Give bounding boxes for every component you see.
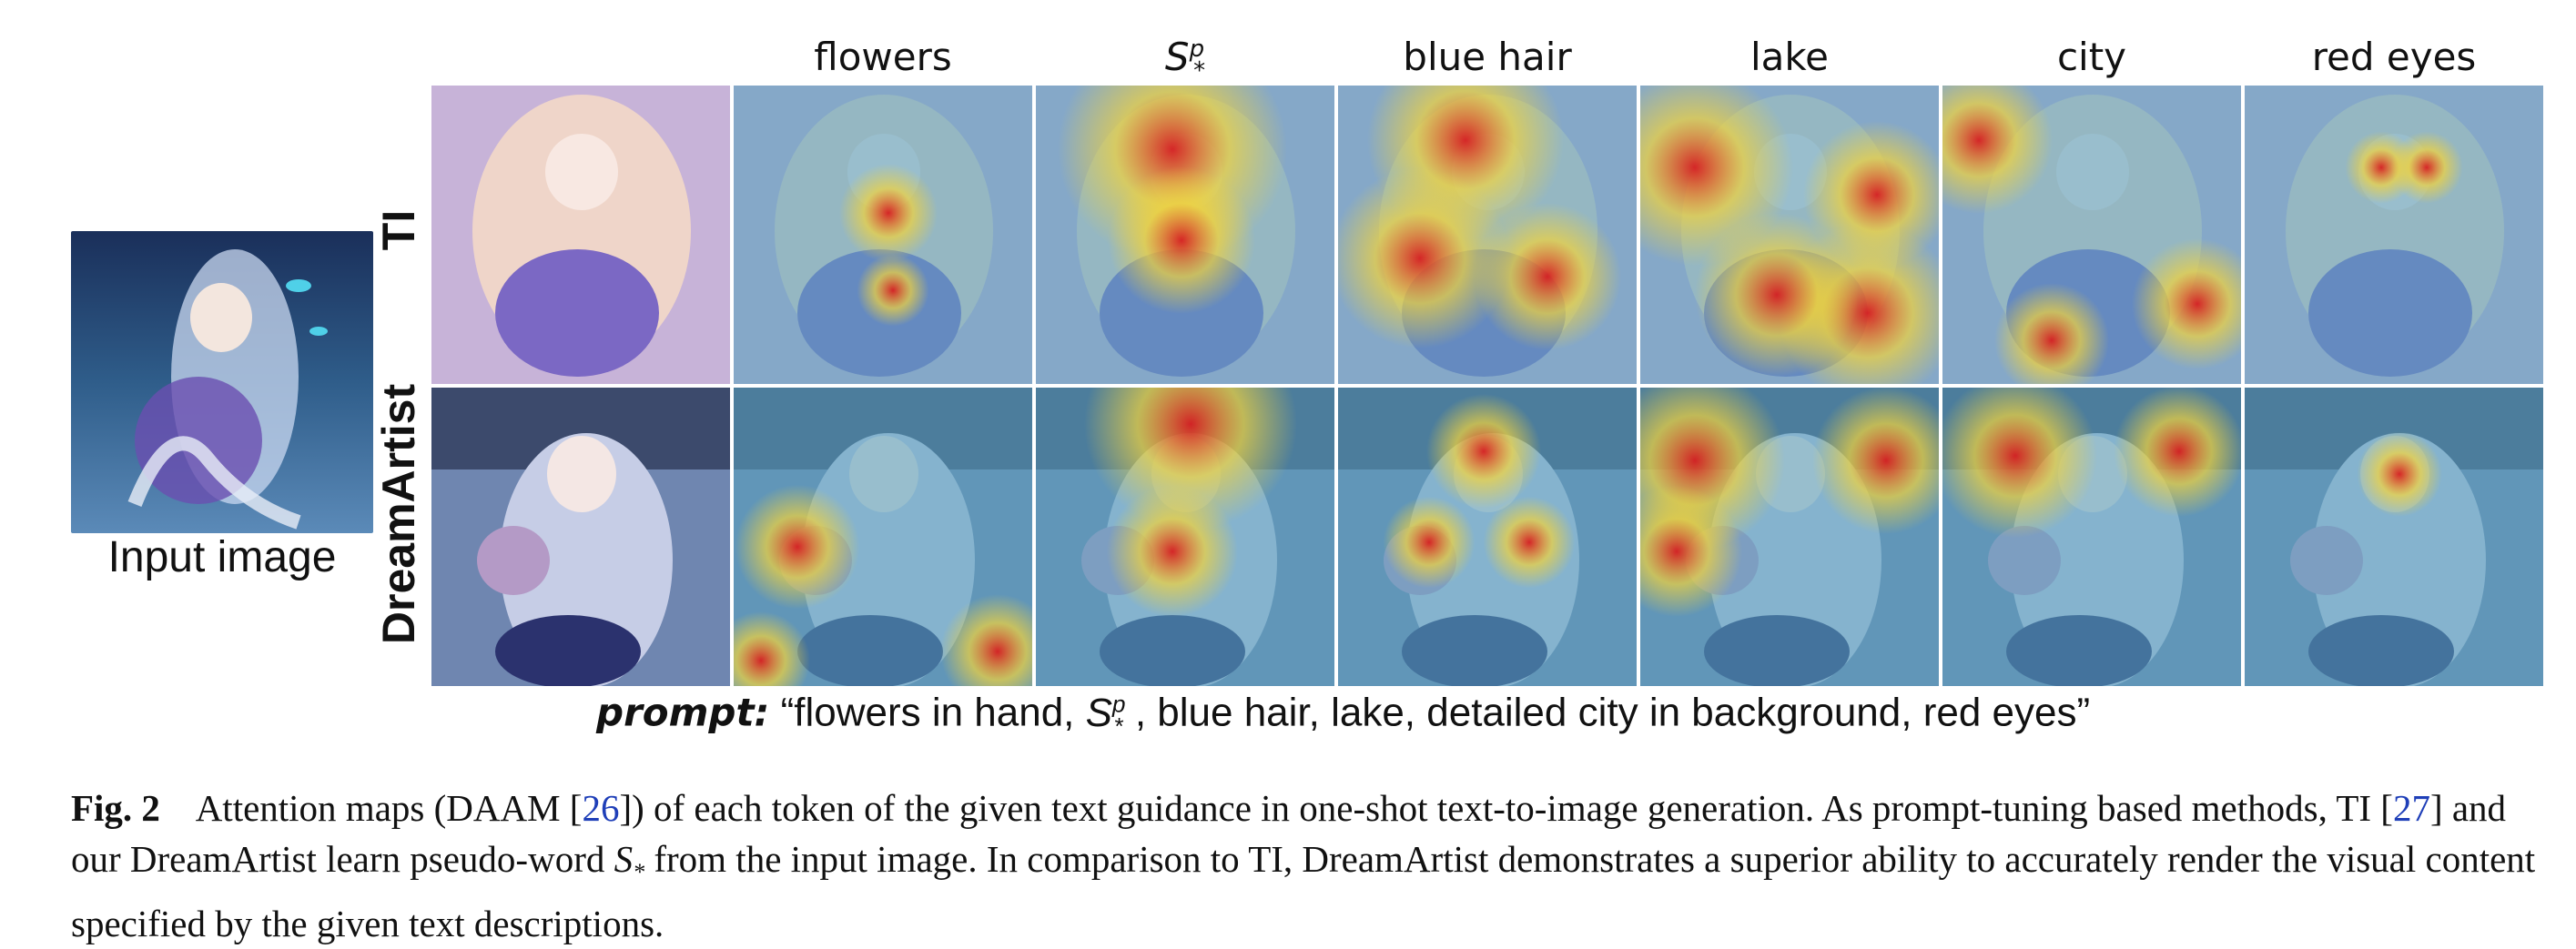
- caption-text-2: ]) of each token of the given text guida…: [619, 787, 2393, 829]
- attention-map-ti-2: [1036, 86, 1334, 384]
- caption-text-3: ] and our DreamArtist learn pseudo-word: [71, 787, 2507, 880]
- column-header-pseudo-word: Sp*: [1036, 35, 1334, 85]
- prompt-text-start: “flowers in hand,: [780, 690, 1075, 735]
- caption-text-4: from the input image. In comparison to T…: [71, 838, 2536, 945]
- citation-26[interactable]: 26: [582, 787, 620, 829]
- generated-image-dreamartist: [431, 388, 730, 686]
- prompt-line: prompt: “flowers in hand, Sp* , blue hai…: [596, 690, 2090, 741]
- attention-map-ti-1: [734, 86, 1032, 384]
- prompt-text-end: , blue hair, lake, detailed city in back…: [1134, 690, 2091, 735]
- attention-map-ti-5: [1942, 86, 2241, 384]
- input-image-label: Input image: [107, 533, 337, 581]
- column-header-blue-hair: blue hair: [1403, 35, 1572, 79]
- row-label-ti: TI: [373, 209, 424, 251]
- attention-map-dreamartist-5: [1942, 388, 2241, 686]
- prompt-keyword: prompt:: [596, 690, 770, 735]
- pseudo-word-math: S*: [614, 838, 645, 886]
- column-header-city: city: [2056, 35, 2127, 79]
- generated-image-ti: [431, 86, 730, 384]
- column-header-red-eyes: red eyes: [2311, 35, 2477, 79]
- attention-map-ti-4: [1640, 86, 1939, 384]
- prompt-pseudo-word: Sp*: [1085, 690, 1126, 741]
- caption-text-1: Attention maps (DAAM [: [195, 787, 583, 829]
- attention-map-ti-6: [2245, 86, 2543, 384]
- attention-map-dreamartist-1: [734, 388, 1032, 686]
- attention-map-dreamartist-2: [1036, 388, 1334, 686]
- column-header-lake: lake: [1749, 35, 1830, 79]
- citation-27[interactable]: 27: [2392, 787, 2430, 829]
- figure-caption: Fig. 2 Attention maps (DAAM [26]) of eac…: [71, 782, 2561, 949]
- attention-map-ti-3: [1338, 86, 1637, 384]
- attention-map-dreamartist-4: [1640, 388, 1939, 686]
- attention-map-dreamartist-3: [1338, 388, 1637, 686]
- attention-map-dreamartist-6: [2245, 388, 2543, 686]
- column-header-flowers: flowers: [814, 35, 952, 79]
- input-image: [71, 231, 373, 533]
- pseudo-word-symbol: Sp*: [1164, 35, 1206, 86]
- row-label-dreamartist: DreamArtist: [373, 383, 424, 645]
- figure-number: Fig. 2: [71, 787, 160, 829]
